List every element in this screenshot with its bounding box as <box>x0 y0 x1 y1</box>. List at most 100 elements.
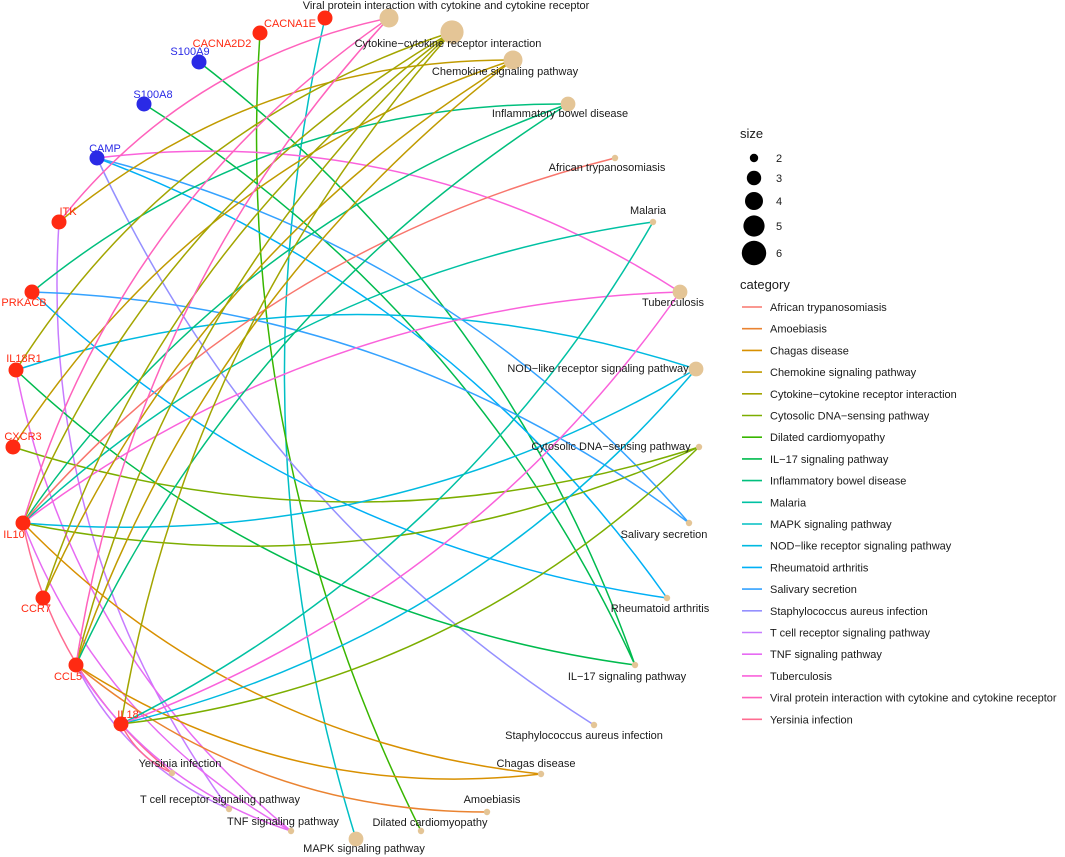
term-node-viral[interactable] <box>379 8 399 28</box>
gene-node-il18r1[interactable] <box>8 362 24 378</box>
term-node-ibd[interactable] <box>560 96 576 112</box>
term-label-tb: Tuberculosis <box>642 297 704 309</box>
term-label-staph: Staphylococcus aureus infection <box>505 730 663 742</box>
edge-camp-staph <box>96 157 595 726</box>
category-label-tuberculosis: Tuberculosis <box>770 671 832 683</box>
edge-camp-ra <box>96 157 668 599</box>
term-node-yer[interactable] <box>168 769 176 777</box>
size-legend-dot-4 <box>745 192 763 210</box>
category-label-inflammatory-bowel-disease: Inflammatory bowel disease <box>770 476 906 488</box>
gene-node-camp[interactable] <box>89 150 105 166</box>
edge-il10-tb <box>22 291 681 524</box>
term-node-cyto[interactable] <box>440 20 464 44</box>
edge-il10-nod <box>22 368 697 528</box>
category-label-tnf-signaling-pathway: TNF signaling pathway <box>770 649 882 661</box>
gene-label-ccl5: CCL5 <box>54 671 82 683</box>
edge-ccl5-ibd <box>75 103 569 666</box>
category-label-t-cell-receptor-signaling-pathway: T cell receptor signaling pathway <box>770 628 930 640</box>
edge-ccl5-chemo <box>75 59 514 666</box>
category-label-cytokine-cytokine-receptor-interaction: Cytokine−cytokine receptor interaction <box>770 389 957 401</box>
edge-il18-tb <box>120 291 681 725</box>
gene-node-ccr7[interactable] <box>35 590 51 606</box>
edge-camp-tb <box>96 150 681 293</box>
term-label-yer: Yersinia infection <box>139 758 222 770</box>
gene-label-camp: CAMP <box>89 143 121 155</box>
term-node-mal[interactable] <box>649 218 657 226</box>
term-node-nod[interactable] <box>688 361 704 377</box>
gene-node-prkacb[interactable] <box>24 284 40 300</box>
edge-il18r1-il17 <box>15 369 636 666</box>
category-label-viral-protein-interaction-with-cytokine-and-cytokine-receptor: Viral protein interaction with cytokine … <box>770 693 1057 705</box>
size-legend-dot-6 <box>741 240 767 266</box>
gene-node-cacna2d2[interactable] <box>252 25 268 41</box>
gene-node-itk[interactable] <box>51 214 67 230</box>
gene-node-il18[interactable] <box>113 716 129 732</box>
term-node-ra[interactable] <box>663 594 671 602</box>
edge-cxcr3-chemo <box>12 59 514 448</box>
size-legend-title: size <box>740 126 763 141</box>
category-label-nod-like-receptor-signaling-pathway: NOD−like receptor signaling pathway <box>770 541 952 553</box>
size-legend-label-3: 3 <box>776 173 782 185</box>
gene-node-s100a8[interactable] <box>136 96 152 112</box>
term-node-cdna[interactable] <box>695 443 703 451</box>
term-label-il17: IL−17 signaling pathway <box>568 671 687 683</box>
size-legend-label-6: 6 <box>776 248 782 260</box>
gene-label-prkacb: PRKACB <box>1 297 46 309</box>
term-node-staph[interactable] <box>590 721 598 729</box>
category-label-il-17-signaling-pathway: IL−17 signaling pathway <box>770 454 889 466</box>
term-node-il17[interactable] <box>631 661 639 669</box>
edge-il10-chagas <box>22 522 542 775</box>
edge-s100a9-il17 <box>198 61 636 666</box>
edge-il18-mal <box>120 221 654 725</box>
edge-ccr7-chemo <box>42 59 514 599</box>
gene-label-itk: ITK <box>59 206 77 218</box>
term-node-tb[interactable] <box>672 284 688 300</box>
category-label-chemokine-signaling-pathway: Chemokine signaling pathway <box>770 367 917 379</box>
term-node-chagas[interactable] <box>537 770 545 778</box>
gene-node-cacna1e[interactable] <box>317 10 333 26</box>
edge-il18r1-nod <box>15 313 697 371</box>
term-node-afr[interactable] <box>611 154 619 162</box>
category-label-african-trypanosomiasis: African trypanosomiasis <box>770 302 887 314</box>
edge-il10-tnf <box>22 522 292 832</box>
edge-ccl5-tnf <box>75 664 292 832</box>
term-node-chemo[interactable] <box>503 50 523 70</box>
size-legend-dot-3 <box>746 170 762 186</box>
term-label-chagas: Chagas disease <box>497 758 576 770</box>
edge-itk-viral <box>58 17 390 223</box>
edge-il10-yer <box>22 522 173 774</box>
term-label-cdna: Cytosolic DNA−sensing pathway <box>531 441 691 453</box>
gene-node-s100a9[interactable] <box>191 54 207 70</box>
term-node-sal[interactable] <box>685 519 693 527</box>
term-label-nod: NOD−like receptor signaling pathway <box>507 363 689 375</box>
gene-node-ccl5[interactable] <box>68 657 84 673</box>
term-node-mapk[interactable] <box>348 831 364 847</box>
term-label-tcr: T cell receptor signaling pathway <box>140 794 300 806</box>
edge-il10-ibd <box>22 103 569 524</box>
term-label-dil: Dilated cardiomyopathy <box>373 817 488 829</box>
edge-prkacb-ra <box>31 291 668 599</box>
term-label-ibd: Inflammatory bowel disease <box>492 108 628 120</box>
edge-il18r1-cyto <box>15 31 453 371</box>
term-label-mal: Malaria <box>630 205 667 217</box>
term-node-amoe[interactable] <box>483 808 491 816</box>
node-layer <box>5 8 704 847</box>
term-node-dil[interactable] <box>417 827 425 835</box>
edge-cacna2d2-dil <box>255 32 422 832</box>
category-label-dilated-cardiomyopathy: Dilated cardiomyopathy <box>770 432 885 444</box>
edge-il10-cdna <box>22 446 700 547</box>
term-node-tcr[interactable] <box>225 805 233 813</box>
gene-node-il10[interactable] <box>15 515 31 531</box>
edge-il18-cdna <box>120 446 700 725</box>
gene-label-cacna1e: CACNA1E <box>264 18 316 30</box>
edge-il18-cyto <box>120 31 453 725</box>
size-legend-label-2: 2 <box>776 153 782 165</box>
term-node-tnf[interactable] <box>287 827 295 835</box>
term-label-cyto: Cytokine−cytokine receptor interaction <box>355 38 542 50</box>
term-label-viral: Viral protein interaction with cytokine … <box>303 0 590 12</box>
gene-node-cxcr3[interactable] <box>5 439 21 455</box>
gene-label-il10: IL10 <box>3 529 24 541</box>
edge-ccl5-cyto <box>75 31 453 666</box>
